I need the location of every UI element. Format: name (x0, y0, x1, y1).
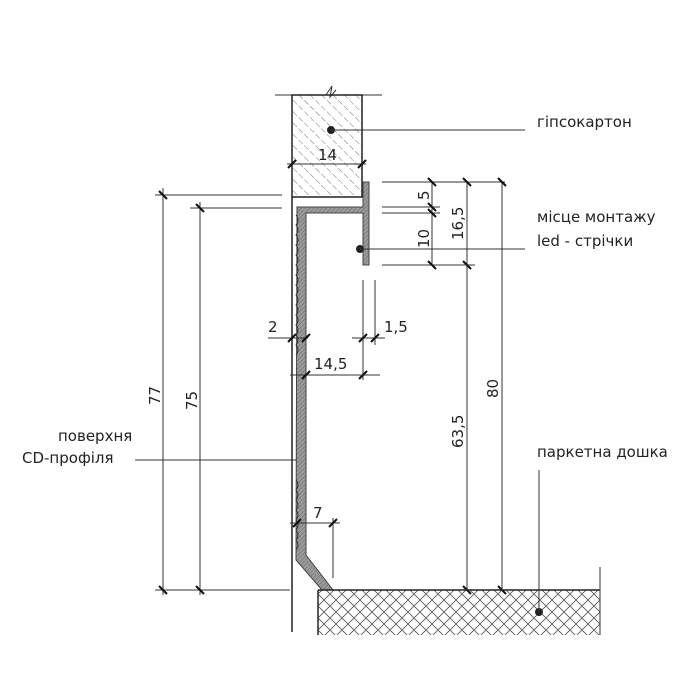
dim-10: 10 (415, 229, 433, 248)
label-led-2: led - стрічки (537, 232, 633, 250)
dim-63-5: 63,5 (449, 415, 467, 448)
drywall-block (275, 85, 525, 198)
label-drywall: гіпсокартон (537, 113, 632, 131)
dim-77: 77 (146, 386, 164, 405)
label-cd-1: поверхня (58, 427, 132, 445)
dim-7: 7 (313, 504, 323, 522)
left-dimensions (155, 188, 290, 595)
dim-16-5: 16,5 (449, 207, 467, 240)
dim-2: 2 (268, 318, 278, 336)
label-parquet: паркетна дошка (537, 443, 668, 461)
dim-1-5: 1,5 (384, 318, 408, 336)
dim-14-5: 14,5 (314, 355, 347, 373)
label-cd-2: CD-профіля (22, 449, 114, 467)
right-dimensions (382, 177, 507, 595)
parquet-board (317, 470, 601, 635)
label-led-1: місце монтажу (537, 208, 656, 226)
dim-drywall-width: 14 (318, 146, 337, 164)
dim-75: 75 (183, 391, 201, 410)
dim-80: 80 (484, 379, 502, 398)
dim-5: 5 (415, 190, 433, 200)
